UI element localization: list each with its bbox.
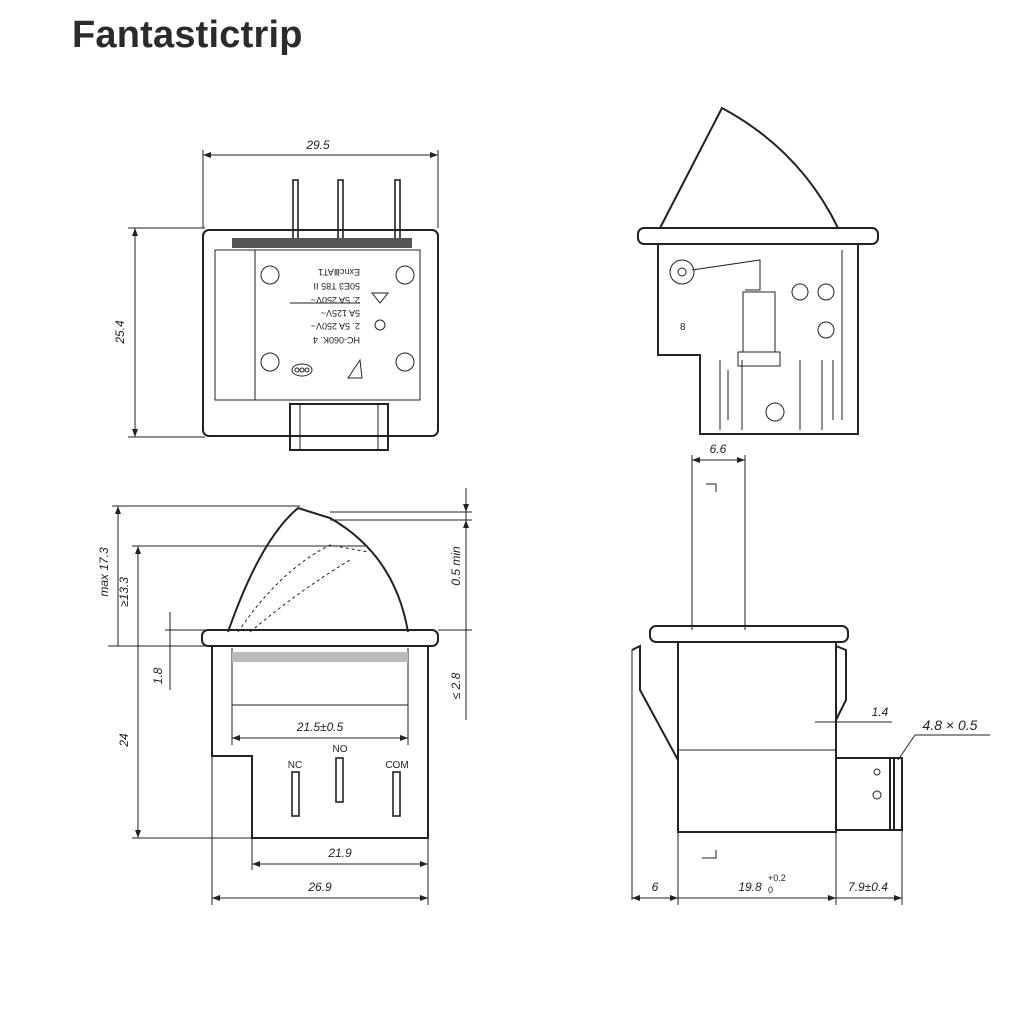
section-label: 8 — [680, 322, 686, 333]
marking-line-6: HC-060K. 4 — [313, 335, 360, 345]
dim-total-width: 26.9 — [307, 880, 332, 894]
dim-flange: 1.8 — [151, 667, 165, 684]
marking-line-4: 5A 125V~ — [321, 308, 360, 318]
brand-title: Fantastictrip — [72, 14, 303, 56]
top-view: 29.5 25.4 ExncⅢAT1 50E3 T85 ⅠⅠ 2. 5A 250… — [113, 138, 439, 451]
dim-tab-length: 7.9±0.4 — [848, 880, 888, 894]
dim-tab: 4.8 × 0.5 — [923, 717, 978, 733]
end-view: 6.6 1.4 4.8 × 0.5 6 19.8 — [631, 442, 990, 905]
ul-mark-icon — [374, 319, 386, 331]
dim-body-height: 24 — [117, 733, 131, 748]
side-view: NC NO COM max 17.3 ≥13.3 1.8 24 0.5 min — [97, 488, 472, 905]
terminal-nc-label: NC — [288, 760, 302, 771]
marking-line-5: 2. 5A 250V~ — [311, 321, 360, 331]
cert-icon — [370, 292, 390, 304]
marking-line-2: 50E3 T85 ⅠⅠ — [313, 281, 360, 291]
dim-gap: 0.5 min — [449, 546, 463, 586]
dim-body-tol-lower: 0 — [768, 885, 773, 895]
dim-body: 19.8 — [738, 880, 762, 894]
dim-min-height: ≥13.3 — [117, 577, 131, 607]
marking-line-3: 2. 5A 250V~ — [311, 295, 360, 305]
dim-max-height: max 17.3 — [97, 547, 111, 597]
tuv-mark-icon — [347, 358, 363, 379]
dim-inner-width: 21.5±0.5 — [296, 720, 344, 734]
dim-width: 29.5 — [305, 138, 330, 152]
dim-left: 6 — [652, 880, 659, 894]
dim-base-width: 21.9 — [327, 846, 352, 860]
terminal-com-label: COM — [385, 760, 408, 771]
dim-height: 25.4 — [113, 320, 127, 345]
dim-body-tol-upper: +0.2 — [768, 873, 786, 883]
dim-actuator: 6.6 — [710, 442, 727, 456]
marking-line-1: ExncⅢAT1 — [318, 267, 360, 277]
ccc-mark-icon — [291, 363, 313, 377]
dim-flange-max: ≤ 2.8 — [449, 672, 463, 699]
terminal-no-label: NO — [333, 744, 348, 755]
dim-tab-thickness: 1.4 — [872, 705, 889, 719]
section-view: 8 — [637, 106, 879, 435]
